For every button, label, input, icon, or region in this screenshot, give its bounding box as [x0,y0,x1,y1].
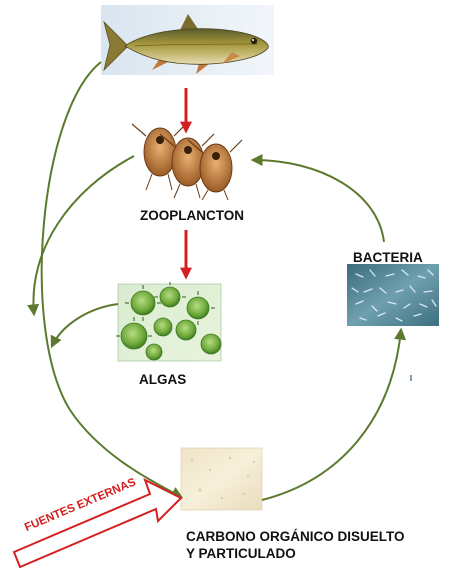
fish-image [101,5,274,75]
algas-label: ALGAS [139,371,186,388]
zooplankton-image [132,124,242,200]
arrow-algas-to-midline [52,304,118,346]
carbon-label: CARBONO ORGÁNICO DISUELTO Y PARTICULADO [186,528,405,562]
algae-image [116,282,221,361]
cycle-arrows [33,62,401,500]
carbon-label-line2: Y PARTICULADO [186,545,405,562]
arrow-fish-to-carbon [42,62,181,497]
arrow-bacteria-to-zooplancton [253,160,384,242]
bacteria-label: BACTERIA [353,249,423,266]
arrow-carbon-to-bacteria [262,330,401,500]
bacteria-image [347,264,439,326]
carbon-label-line1: CARBONO ORGÁNICO DISUELTO [186,528,405,545]
organic-carbon-image [181,448,262,510]
zooplancton-label: ZOOPLANCTON [140,207,244,224]
